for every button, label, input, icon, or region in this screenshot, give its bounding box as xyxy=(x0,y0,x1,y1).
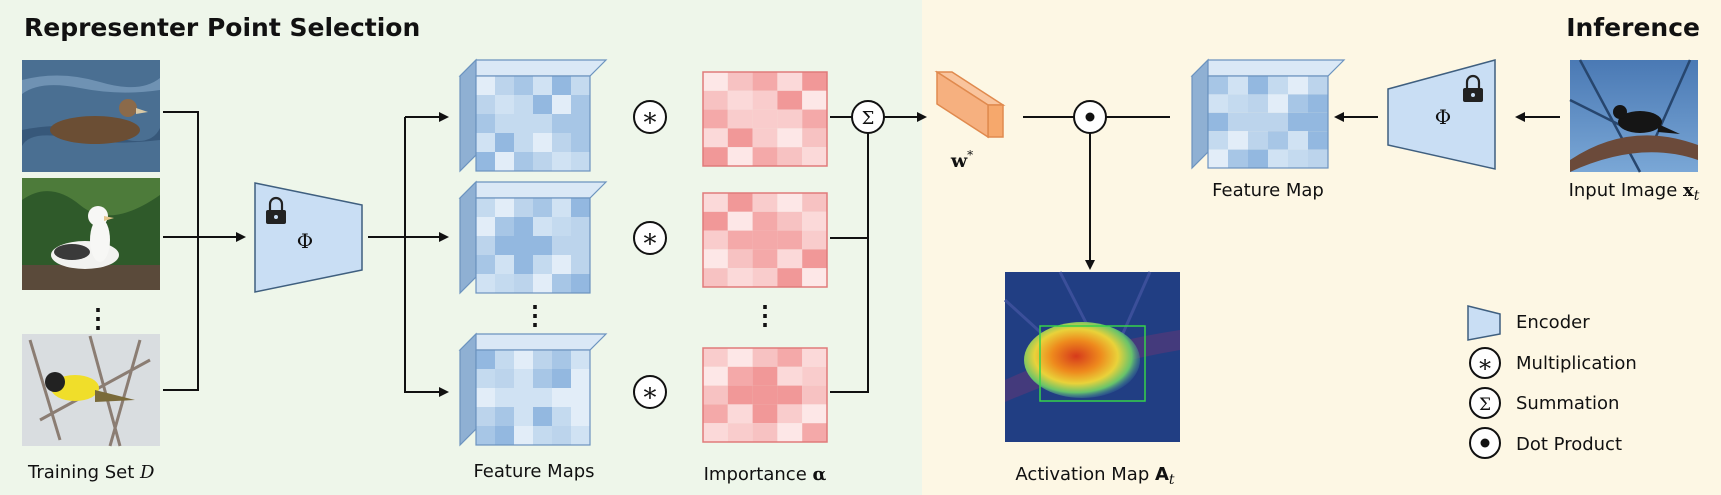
legend-sum-label: Summation xyxy=(1516,393,1619,414)
weight-vector-block xyxy=(934,70,1006,139)
multiply-operator-3: ∗ xyxy=(633,375,667,409)
svg-text:∗: ∗ xyxy=(641,224,659,254)
training-image-albatross-water xyxy=(22,60,160,172)
svg-text:Σ: Σ xyxy=(862,108,875,129)
input-image xyxy=(1569,59,1698,173)
multiply-operator-2: ∗ xyxy=(633,221,667,255)
training-set-label: Training Set D xyxy=(27,462,155,483)
legend-multiply-icon: ∗ xyxy=(1469,347,1501,379)
encoder-right-symbol: Φ xyxy=(1435,105,1451,129)
left-section-title: Representer Point Selection xyxy=(24,13,420,42)
svg-text:∗: ∗ xyxy=(641,103,659,133)
lock-icon xyxy=(1463,74,1483,102)
legend-dot-icon xyxy=(1469,427,1501,459)
legend-encoder-label: Encoder xyxy=(1516,312,1590,333)
multiply-operator-1: ∗ xyxy=(633,100,667,134)
sum-operator: Σ xyxy=(851,100,885,134)
feature-maps-ellipsis: ⋮ xyxy=(522,301,548,331)
edge-importance-bus xyxy=(830,133,869,393)
svg-text:∗: ∗ xyxy=(1477,350,1493,378)
svg-text:∗: ∗ xyxy=(641,378,659,408)
feature-map-3 xyxy=(458,332,608,447)
importance-label: Importance α xyxy=(704,464,827,485)
legend-sum-icon: Σ xyxy=(1469,387,1501,419)
lock-icon xyxy=(266,196,286,224)
encoder-left: Φ xyxy=(254,182,363,293)
importance-map-2 xyxy=(702,192,828,288)
importance-ellipsis: ⋮ xyxy=(752,301,778,331)
importance-map-1 xyxy=(702,71,828,167)
weight-vector-label: w* xyxy=(950,148,973,172)
training-image-albatross-nest xyxy=(22,178,160,290)
activation-map-label: Activation Map At xyxy=(1015,464,1175,488)
activation-map-image xyxy=(1003,271,1180,442)
feature-maps-label: Feature Maps xyxy=(473,461,594,482)
activation-bounding-box xyxy=(1039,325,1146,402)
edge-to-map3 xyxy=(404,237,449,397)
input-image-label: Input Image xt xyxy=(1569,180,1700,204)
legend-dot-label: Dot Product xyxy=(1516,434,1622,455)
feature-map-right xyxy=(1190,58,1346,170)
training-set-ellipsis: ⋮ xyxy=(85,304,111,334)
feature-map-1 xyxy=(458,58,608,173)
importance-map-3 xyxy=(702,347,828,443)
dot-operator xyxy=(1073,100,1107,134)
legend-encoder-icon xyxy=(1467,305,1501,341)
edge-image1-to-bus xyxy=(163,111,199,391)
svg-text:Σ: Σ xyxy=(1479,395,1491,415)
encoder-left-symbol: Φ xyxy=(297,229,313,253)
feature-map-right-label: Feature Map xyxy=(1212,180,1324,201)
legend-multiply-label: Multiplication xyxy=(1516,353,1637,374)
right-section-title: Inference xyxy=(1566,13,1700,42)
encoder-right: Φ xyxy=(1387,59,1496,170)
training-image-yellowthroat xyxy=(22,334,160,447)
feature-map-2 xyxy=(458,180,608,295)
legend: Encoder ∗ Multiplication Σ Summation Dot… xyxy=(1467,305,1637,459)
